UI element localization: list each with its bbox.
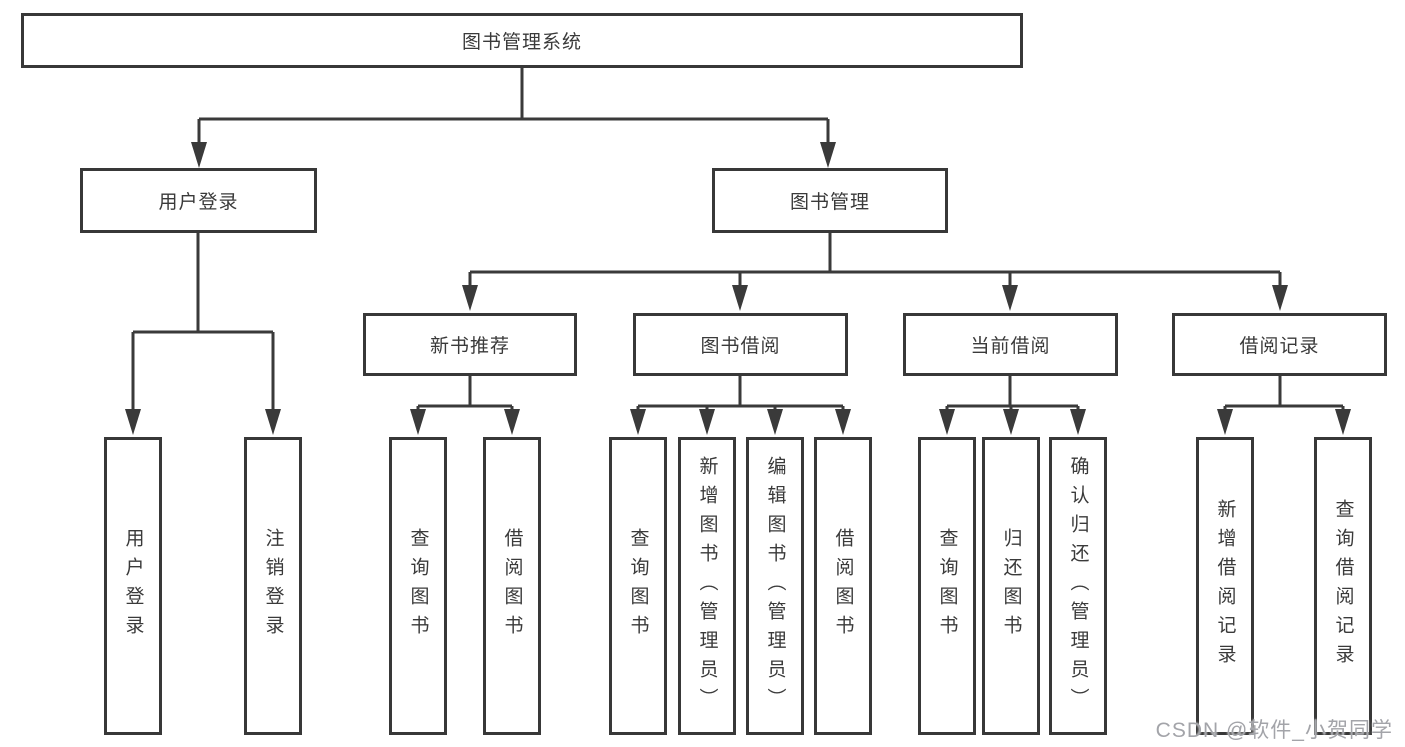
- leaf-return-books-label: 归还图书: [1000, 528, 1022, 644]
- node-book-borrowing: 图书借阅: [633, 313, 848, 376]
- leaf-query-books-current-label: 查询图书: [936, 528, 958, 644]
- connector-bookborrow-to-leaves: [630, 376, 851, 435]
- connector-currentborrow-to-leaves: [939, 376, 1086, 435]
- leaf-borrow-books: 借阅图书: [814, 437, 872, 735]
- leaf-add-borrow-record: 新增借阅记录: [1196, 437, 1254, 735]
- leaf-borrow-books-recommend-label: 借阅图书: [501, 528, 523, 644]
- leaf-add-books-admin-label: 新增图书（管理员）: [696, 455, 718, 717]
- connector-newbook-to-leaves: [410, 376, 520, 435]
- leaf-query-books-borrow: 查询图书: [609, 437, 667, 735]
- connector-borrowrecords-to-leaves: [1217, 376, 1351, 435]
- leaf-edit-books-admin-label: 编辑图书（管理员）: [764, 455, 786, 717]
- leaf-edit-books-admin: 编辑图书（管理员）: [746, 437, 804, 735]
- node-library-management-system: 图书管理系统: [21, 13, 1023, 68]
- leaf-query-books-recommend-label: 查询图书: [407, 528, 429, 644]
- leaf-query-books-current: 查询图书: [918, 437, 976, 735]
- leaf-user-login-label: 用户登录: [122, 528, 144, 644]
- leaf-borrow-books-label: 借阅图书: [832, 528, 854, 644]
- leaf-logout-label: 注销登录: [262, 528, 284, 644]
- connector-bookmgmt-to-level3: [462, 233, 1288, 311]
- connector-root-to-level2: [191, 68, 836, 168]
- leaf-add-borrow-record-label: 新增借阅记录: [1214, 499, 1236, 673]
- leaf-logout: 注销登录: [244, 437, 302, 735]
- leaf-borrow-books-recommend: 借阅图书: [483, 437, 541, 735]
- leaf-query-borrow-record-label: 查询借阅记录: [1332, 499, 1354, 673]
- leaf-confirm-return-admin: 确认归还（管理员）: [1049, 437, 1107, 735]
- leaf-user-login: 用户登录: [104, 437, 162, 735]
- leaf-query-books-recommend: 查询图书: [389, 437, 447, 735]
- node-current-borrowing: 当前借阅: [903, 313, 1118, 376]
- node-borrowing-records: 借阅记录: [1172, 313, 1387, 376]
- leaf-add-books-admin: 新增图书（管理员）: [678, 437, 736, 735]
- node-new-book-recommendation: 新书推荐: [363, 313, 577, 376]
- leaf-return-books: 归还图书: [982, 437, 1040, 735]
- leaf-confirm-return-admin-label: 确认归还（管理员）: [1067, 455, 1089, 717]
- node-user-login: 用户登录: [80, 168, 317, 233]
- node-book-management: 图书管理: [712, 168, 948, 233]
- csdn-watermark: CSDN @软件_小贺同学: [1155, 719, 1393, 742]
- leaf-query-borrow-record: 查询借阅记录: [1314, 437, 1372, 735]
- leaf-query-books-borrow-label: 查询图书: [627, 528, 649, 644]
- connector-userlogin-to-leaves: [125, 233, 281, 435]
